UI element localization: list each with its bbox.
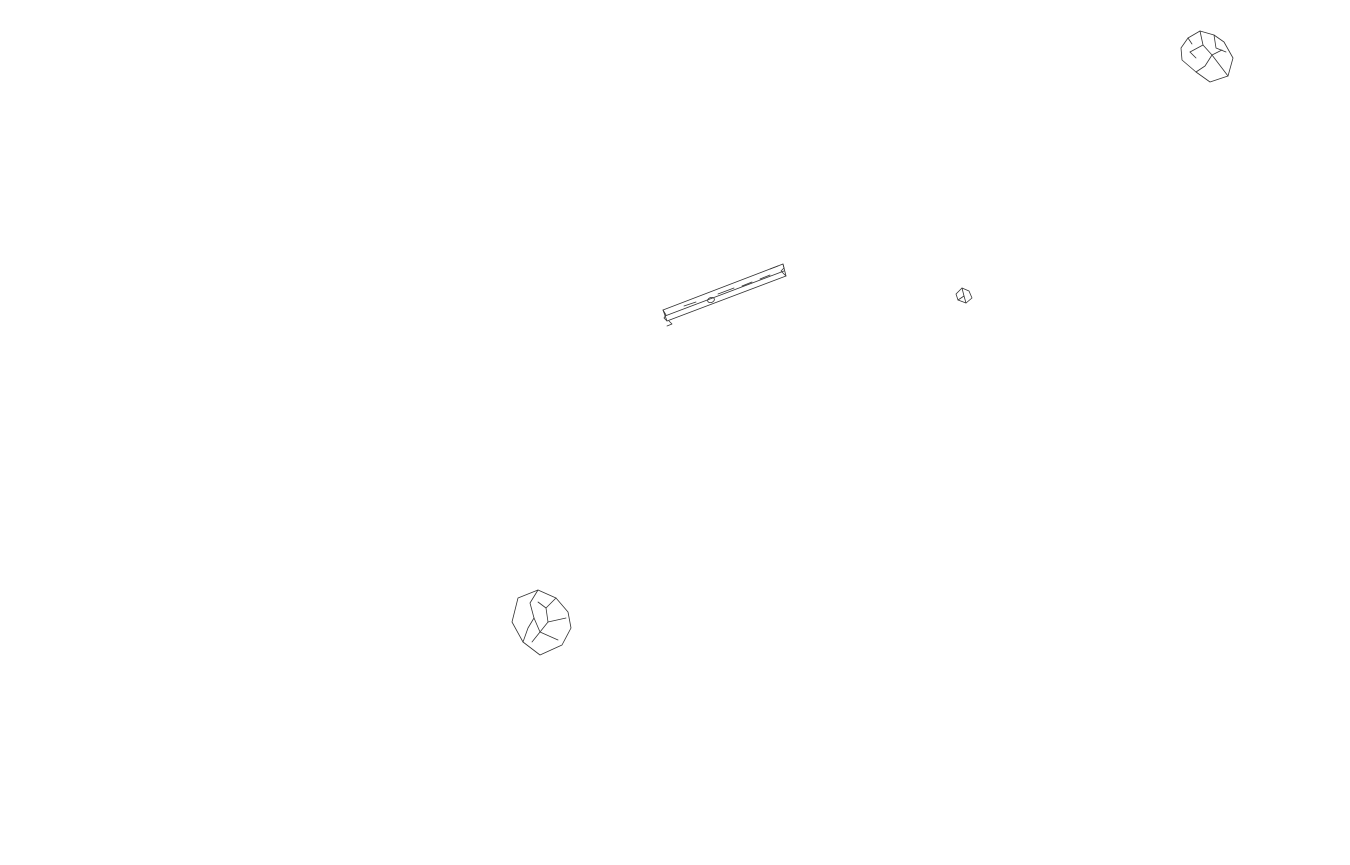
pebble-small-icon: [955, 287, 973, 304]
plank-center-icon: [662, 263, 787, 327]
rock-bottom-left-icon: [511, 589, 572, 656]
rock-large-top-right-icon: [1180, 30, 1234, 83]
